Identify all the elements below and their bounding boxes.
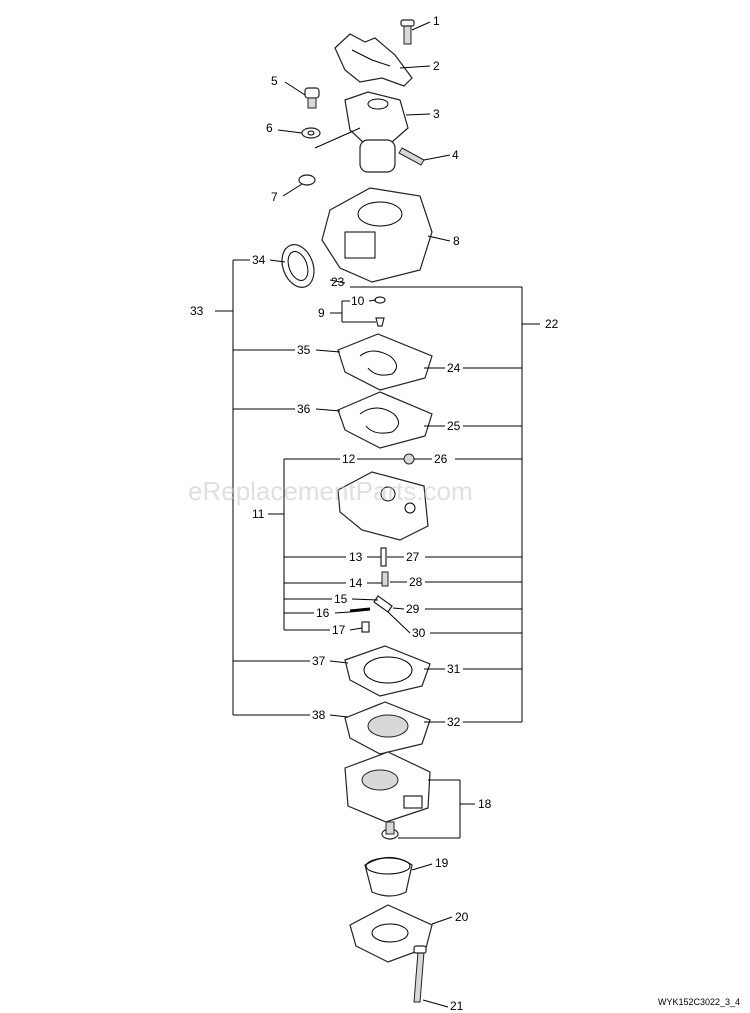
- callout-28: 28: [409, 575, 423, 589]
- part-6-washer: [301, 127, 321, 139]
- part-26-screen: [403, 453, 415, 465]
- part-7-clip: [298, 174, 316, 186]
- callout-34: 34: [252, 253, 266, 267]
- leader-lines: [215, 21, 540, 1008]
- callout-7: 7: [271, 190, 278, 204]
- part-4-screw: [398, 147, 425, 166]
- part-17-screw: [361, 621, 370, 633]
- part-21-screw: [413, 945, 427, 1003]
- part-3-throttle-assembly: [314, 91, 409, 173]
- callout-29: 29: [406, 602, 420, 616]
- callout-27: 27: [406, 550, 420, 564]
- callout-3: 3: [433, 107, 440, 121]
- part-34-gasket: [281, 244, 315, 288]
- part-14-spring: [381, 571, 389, 587]
- part-8-carburetor-body: [321, 187, 433, 283]
- callout-19: 19: [435, 856, 449, 870]
- callout-20: 20: [455, 910, 469, 924]
- part-16-pin: [349, 607, 371, 613]
- callout-17: 17: [332, 623, 346, 637]
- callout-30: 30: [412, 626, 426, 640]
- callout-23: 23: [331, 275, 345, 289]
- callout-2: 2: [433, 59, 440, 73]
- callout-15: 15: [334, 592, 348, 606]
- part-18-pump-cover: [344, 751, 431, 840]
- callout-37: 37: [312, 654, 326, 668]
- callout-35: 35: [297, 343, 311, 357]
- part-9-needle: [375, 317, 385, 327]
- callout-33: 33: [190, 304, 204, 318]
- part-11-metering-body: [337, 471, 429, 541]
- callout-26: 26: [434, 452, 448, 466]
- callout-13: 13: [349, 550, 363, 564]
- callout-4: 4: [452, 148, 459, 162]
- callout-11: 11: [252, 507, 265, 521]
- callout-12: 12: [342, 452, 356, 466]
- diagram-code: WYK152C3022_3_4: [658, 997, 740, 1007]
- part-15-lever: [373, 595, 393, 613]
- part-2-bracket: [334, 33, 413, 87]
- callout-25: 25: [447, 419, 461, 433]
- callout-36: 36: [297, 402, 311, 416]
- callout-1: 1: [433, 14, 440, 28]
- callout-10: 10: [351, 294, 365, 308]
- part-24-gasket: [337, 333, 433, 391]
- part-13-needle: [380, 547, 387, 567]
- part-32-diaphragm: [344, 701, 431, 755]
- part-25-diaphragm: [337, 391, 433, 449]
- part-5-screw: [304, 87, 320, 109]
- callout-32: 32: [447, 715, 461, 729]
- callout-24: 24: [447, 361, 461, 375]
- callout-38: 38: [312, 708, 326, 722]
- callout-8: 8: [453, 234, 460, 248]
- callout-14: 14: [349, 576, 363, 590]
- callout-5: 5: [271, 74, 278, 88]
- callout-16: 16: [316, 606, 330, 620]
- callout-9: 9: [318, 306, 325, 320]
- callout-18: 18: [478, 797, 492, 811]
- part-1-screw: [400, 19, 415, 45]
- watermark: eReplacementParts.com: [188, 476, 473, 506]
- part-10-o-ring: [374, 296, 386, 304]
- callout-6: 6: [266, 121, 273, 135]
- part-19-primer-bulb: [364, 856, 413, 897]
- callout-labels: 1 2 5 3 6 4 7 8 34 23 10 9 33 22 35 24 3…: [190, 14, 559, 1013]
- callout-22: 22: [545, 317, 559, 331]
- callout-31: 31: [447, 662, 461, 676]
- callout-21: 21: [450, 999, 464, 1013]
- part-20-retainer-plate: [349, 904, 433, 963]
- part-31-gasket: [344, 645, 431, 697]
